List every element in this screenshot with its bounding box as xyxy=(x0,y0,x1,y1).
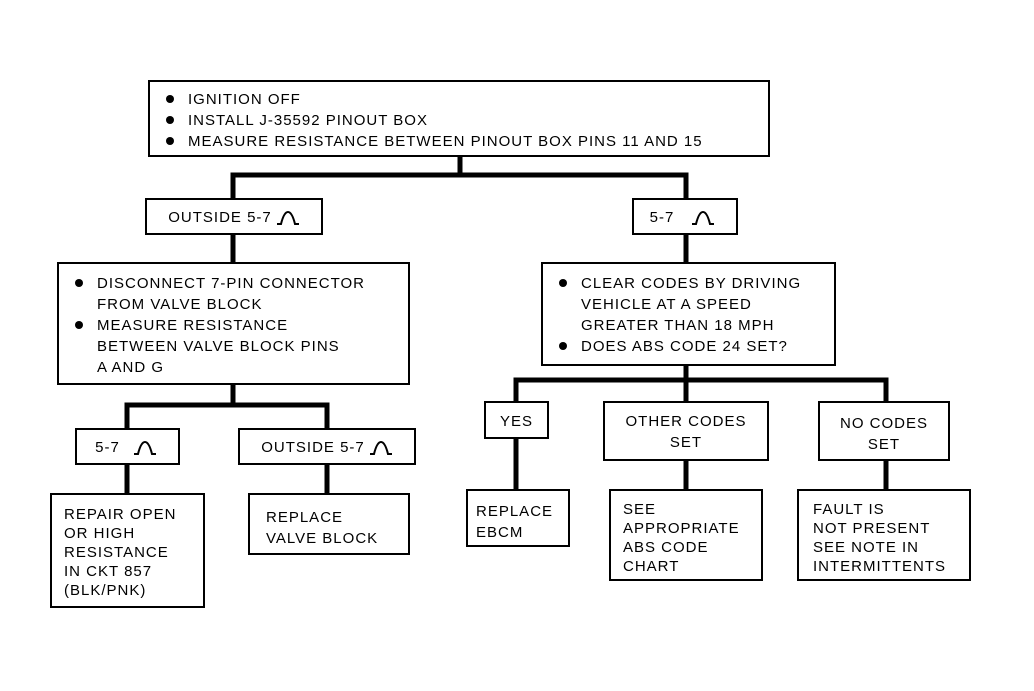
text-line: SET xyxy=(669,434,703,451)
text-line: RESISTANCE xyxy=(64,544,169,561)
disconnect-connector-step-box: DISCONNECT 7-PIN CONNECTOR FROM VALVE BL… xyxy=(57,262,410,385)
result-label: 5-7 xyxy=(649,209,675,226)
clear-codes-step-box: CLEAR CODES BY DRIVING VEHICLE AT A SPEE… xyxy=(541,262,836,366)
5-7-ohm-result-box: 5-7 xyxy=(75,428,180,465)
bullet-item: MEASURE RESISTANCE BETWEEN VALVE BLOCK P… xyxy=(71,315,408,378)
text-line: SET xyxy=(867,436,901,453)
result-label: 5-7 xyxy=(95,439,120,456)
5-7-ohm-result-box: 5-7 xyxy=(632,198,738,235)
outside-5-7-ohm-result-box: OUTSIDE 5-7 xyxy=(145,198,323,235)
bullet-item: DOES ABS CODE 24 SET? xyxy=(555,336,834,357)
text-line: REPLACE xyxy=(476,503,554,520)
text-line: SEE xyxy=(623,501,657,518)
text-line: APPROPRIATE xyxy=(623,520,740,537)
ohm-symbol-icon xyxy=(692,211,715,226)
text-line: OTHER CODES xyxy=(625,413,747,430)
text-line: REPAIR OPEN xyxy=(64,506,177,523)
text-line: BETWEEN VALVE BLOCK PINS xyxy=(97,338,340,355)
bullet-item: CLEAR CODES BY DRIVING VEHICLE AT A SPEE… xyxy=(555,273,834,336)
text-line: FAULT IS xyxy=(813,501,885,518)
bullet-item: MEASURE RESISTANCE BETWEEN PINOUT BOX PI… xyxy=(162,131,768,152)
text-line: VEHICLE AT A SPEED xyxy=(581,296,752,313)
replace-ebcm-action-box: REPLACE EBCM xyxy=(466,489,570,547)
text-line: NOT PRESENT xyxy=(813,520,931,537)
see-abs-code-chart-action-box: SEE APPROPRIATE ABS CODE CHART xyxy=(609,489,763,581)
text-line: INTERMITTENTS xyxy=(813,558,946,575)
result-label: YES xyxy=(499,413,533,430)
text-line: DOES ABS CODE 24 SET? xyxy=(581,338,788,355)
ohm-symbol-icon xyxy=(133,441,156,456)
text-line: CLEAR CODES BY DRIVING xyxy=(581,275,802,292)
replace-valve-block-action-box: REPLACE VALVE BLOCK xyxy=(248,493,410,555)
text-line: ABS CODE xyxy=(623,539,709,556)
bullet-item: DISCONNECT 7-PIN CONNECTOR FROM VALVE BL… xyxy=(71,273,408,315)
result-label: OUTSIDE 5-7 xyxy=(261,439,365,456)
other-codes-set-result-box: OTHER CODES SET xyxy=(603,401,769,461)
text-line: VALVE BLOCK xyxy=(266,530,379,547)
text-line: REPLACE xyxy=(266,509,344,526)
text-line: NO CODES xyxy=(839,415,928,432)
text-line: MEASURE RESISTANCE xyxy=(97,317,289,334)
start-instructions-box: IGNITION OFF INSTALL J-35592 PINOUT BOX … xyxy=(148,80,770,157)
bullet-item: IGNITION OFF xyxy=(162,89,768,110)
bullet-item: INSTALL J-35592 PINOUT BOX xyxy=(162,110,768,131)
outside-5-7-ohm-result-box: OUTSIDE 5-7 xyxy=(238,428,416,465)
text-line: IN CKT 857 xyxy=(64,563,153,580)
fault-not-present-action-box: FAULT IS NOT PRESENT SEE NOTE IN INTERMI… xyxy=(797,489,971,581)
no-codes-set-result-box: NO CODES SET xyxy=(818,401,950,461)
text-line: CHART xyxy=(623,558,680,575)
text-line: GREATER THAN 18 MPH xyxy=(581,317,775,334)
ohm-symbol-icon xyxy=(276,211,299,226)
text-line: EBCM xyxy=(476,524,524,541)
text-line: SEE NOTE IN xyxy=(813,539,920,556)
text-line: (BLK/PNK) xyxy=(64,582,147,599)
text-line: A AND G xyxy=(97,359,165,376)
text-line: DISCONNECT 7-PIN CONNECTOR xyxy=(97,275,365,292)
ohm-symbol-icon xyxy=(369,441,392,456)
repair-open-action-box: REPAIR OPEN OR HIGH RESISTANCE IN CKT 85… xyxy=(50,493,205,608)
yes-result-box: YES xyxy=(484,401,549,439)
text-line: FROM VALVE BLOCK xyxy=(97,296,263,313)
result-label: OUTSIDE 5-7 xyxy=(168,209,272,226)
text-line: OR HIGH xyxy=(64,525,136,542)
